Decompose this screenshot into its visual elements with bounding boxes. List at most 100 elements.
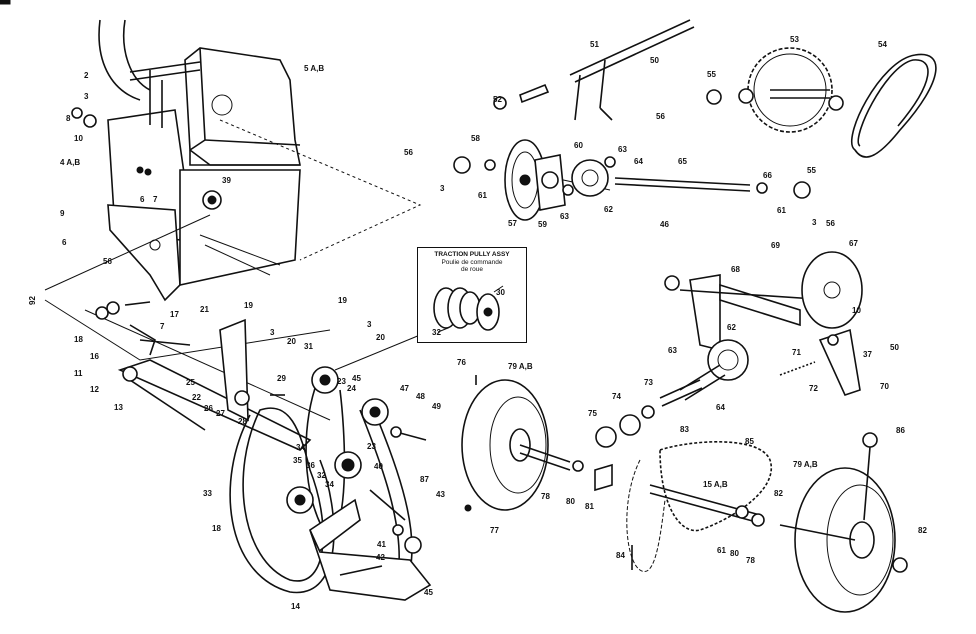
callout: 57: [508, 219, 517, 228]
callout: 76: [457, 358, 466, 367]
callout: 56: [656, 112, 665, 121]
callout: 7: [153, 195, 158, 204]
inset-subtitle-1: Poulie de commande: [441, 259, 503, 266]
assembly-guides: [44, 119, 611, 421]
axle-bearings: [594, 379, 703, 492]
callout: 79 A,B: [508, 362, 533, 371]
callout: 47: [400, 384, 409, 393]
callout: 55: [807, 166, 816, 175]
callout: 80: [730, 549, 739, 558]
callout: 56: [826, 219, 835, 228]
callout: 56: [103, 257, 112, 266]
callout: 9: [60, 209, 65, 218]
callout: 3: [84, 92, 89, 101]
callout: 50: [650, 56, 659, 65]
callout: 32: [432, 328, 441, 337]
callout: 12: [90, 385, 99, 394]
callout: 33: [203, 489, 212, 498]
callout: 54: [878, 40, 887, 49]
callout: 36: [306, 461, 315, 470]
inset-title: TRACTION PULLY ASSY: [434, 251, 510, 258]
callout: 20: [287, 337, 296, 346]
frame-housing: [98, 19, 301, 166]
inset-pulley-drawing: [433, 285, 504, 333]
callout: 78: [541, 492, 550, 501]
callout: 41: [377, 540, 386, 549]
callout: 56: [404, 148, 413, 157]
callout: 3: [367, 320, 372, 329]
inset-subtitle-2: de roue: [460, 266, 484, 273]
callout: 74: [612, 392, 621, 401]
callout: 6: [140, 195, 145, 204]
upper-shaft-assembly: [453, 19, 937, 221]
callout: 28: [238, 417, 247, 426]
callout: 29: [277, 374, 286, 383]
callout: 58: [471, 134, 480, 143]
callout: 83: [680, 425, 689, 434]
callout: 23: [367, 442, 376, 451]
callout: 67: [849, 239, 858, 248]
callout: 49: [432, 402, 441, 411]
callout: 63: [560, 212, 569, 221]
callout: 61: [777, 206, 786, 215]
callout: 4 A,B: [60, 158, 81, 167]
callout: 10: [74, 134, 83, 143]
callout: 2: [84, 71, 89, 80]
callout: 14: [291, 602, 300, 611]
callout: 5 A,B: [304, 64, 325, 73]
side-bracket: [71, 70, 301, 302]
callout: 18: [212, 524, 221, 533]
callout: 30: [496, 288, 505, 297]
callout: 40: [374, 462, 383, 471]
callout: 24: [347, 384, 356, 393]
belt-drive-assembly: [219, 318, 432, 601]
callout: 55: [707, 70, 716, 79]
callout: 52: [493, 95, 502, 104]
callout: 75: [588, 409, 597, 418]
callout: 19: [244, 301, 253, 310]
callout: 17: [170, 310, 179, 319]
callout: 79 A,B: [793, 460, 818, 469]
callout: 26: [204, 404, 213, 413]
callout: 64: [716, 403, 725, 412]
callout: 43: [436, 490, 445, 499]
callout: 70: [880, 382, 889, 391]
callout: 62: [604, 205, 613, 214]
callout: 69: [771, 241, 780, 250]
shift-rods: [95, 301, 312, 451]
traction-drive-assembly: [664, 251, 863, 401]
callout: 71: [792, 348, 801, 357]
callout: 31: [304, 342, 313, 351]
callout: 15 A,B: [703, 480, 728, 489]
callout: 51: [590, 40, 599, 49]
callout: 59: [538, 220, 547, 229]
traction-pulley-inset: TRACTION PULLY ASSY Poulie de commande d…: [417, 247, 527, 343]
callout: 27: [216, 409, 225, 418]
callout: 84: [616, 551, 625, 560]
callout: 73: [644, 378, 653, 387]
callout: 81: [585, 502, 594, 511]
large-sprocket: [738, 47, 833, 133]
callout: 3: [440, 184, 445, 193]
callout: 64: [634, 157, 643, 166]
callout: 45: [352, 374, 361, 383]
callout: 20: [376, 333, 385, 342]
callout: 6: [62, 238, 67, 247]
callout: 35: [293, 456, 302, 465]
callout: 23: [337, 377, 346, 386]
callout: 72: [809, 384, 818, 393]
callout: 42: [376, 553, 385, 562]
callout: 22: [192, 393, 201, 402]
callout: 13: [114, 403, 123, 412]
callout: 46: [660, 220, 669, 229]
callout: 19: [338, 296, 347, 305]
callout: 66: [763, 171, 772, 180]
callout: 34: [296, 443, 305, 452]
callout: 50: [890, 343, 899, 352]
corner-mark: [0, 0, 11, 5]
callout: 25: [186, 378, 195, 387]
callout: 37: [863, 350, 872, 359]
callout: 63: [618, 145, 627, 154]
callout: 61: [478, 191, 487, 200]
